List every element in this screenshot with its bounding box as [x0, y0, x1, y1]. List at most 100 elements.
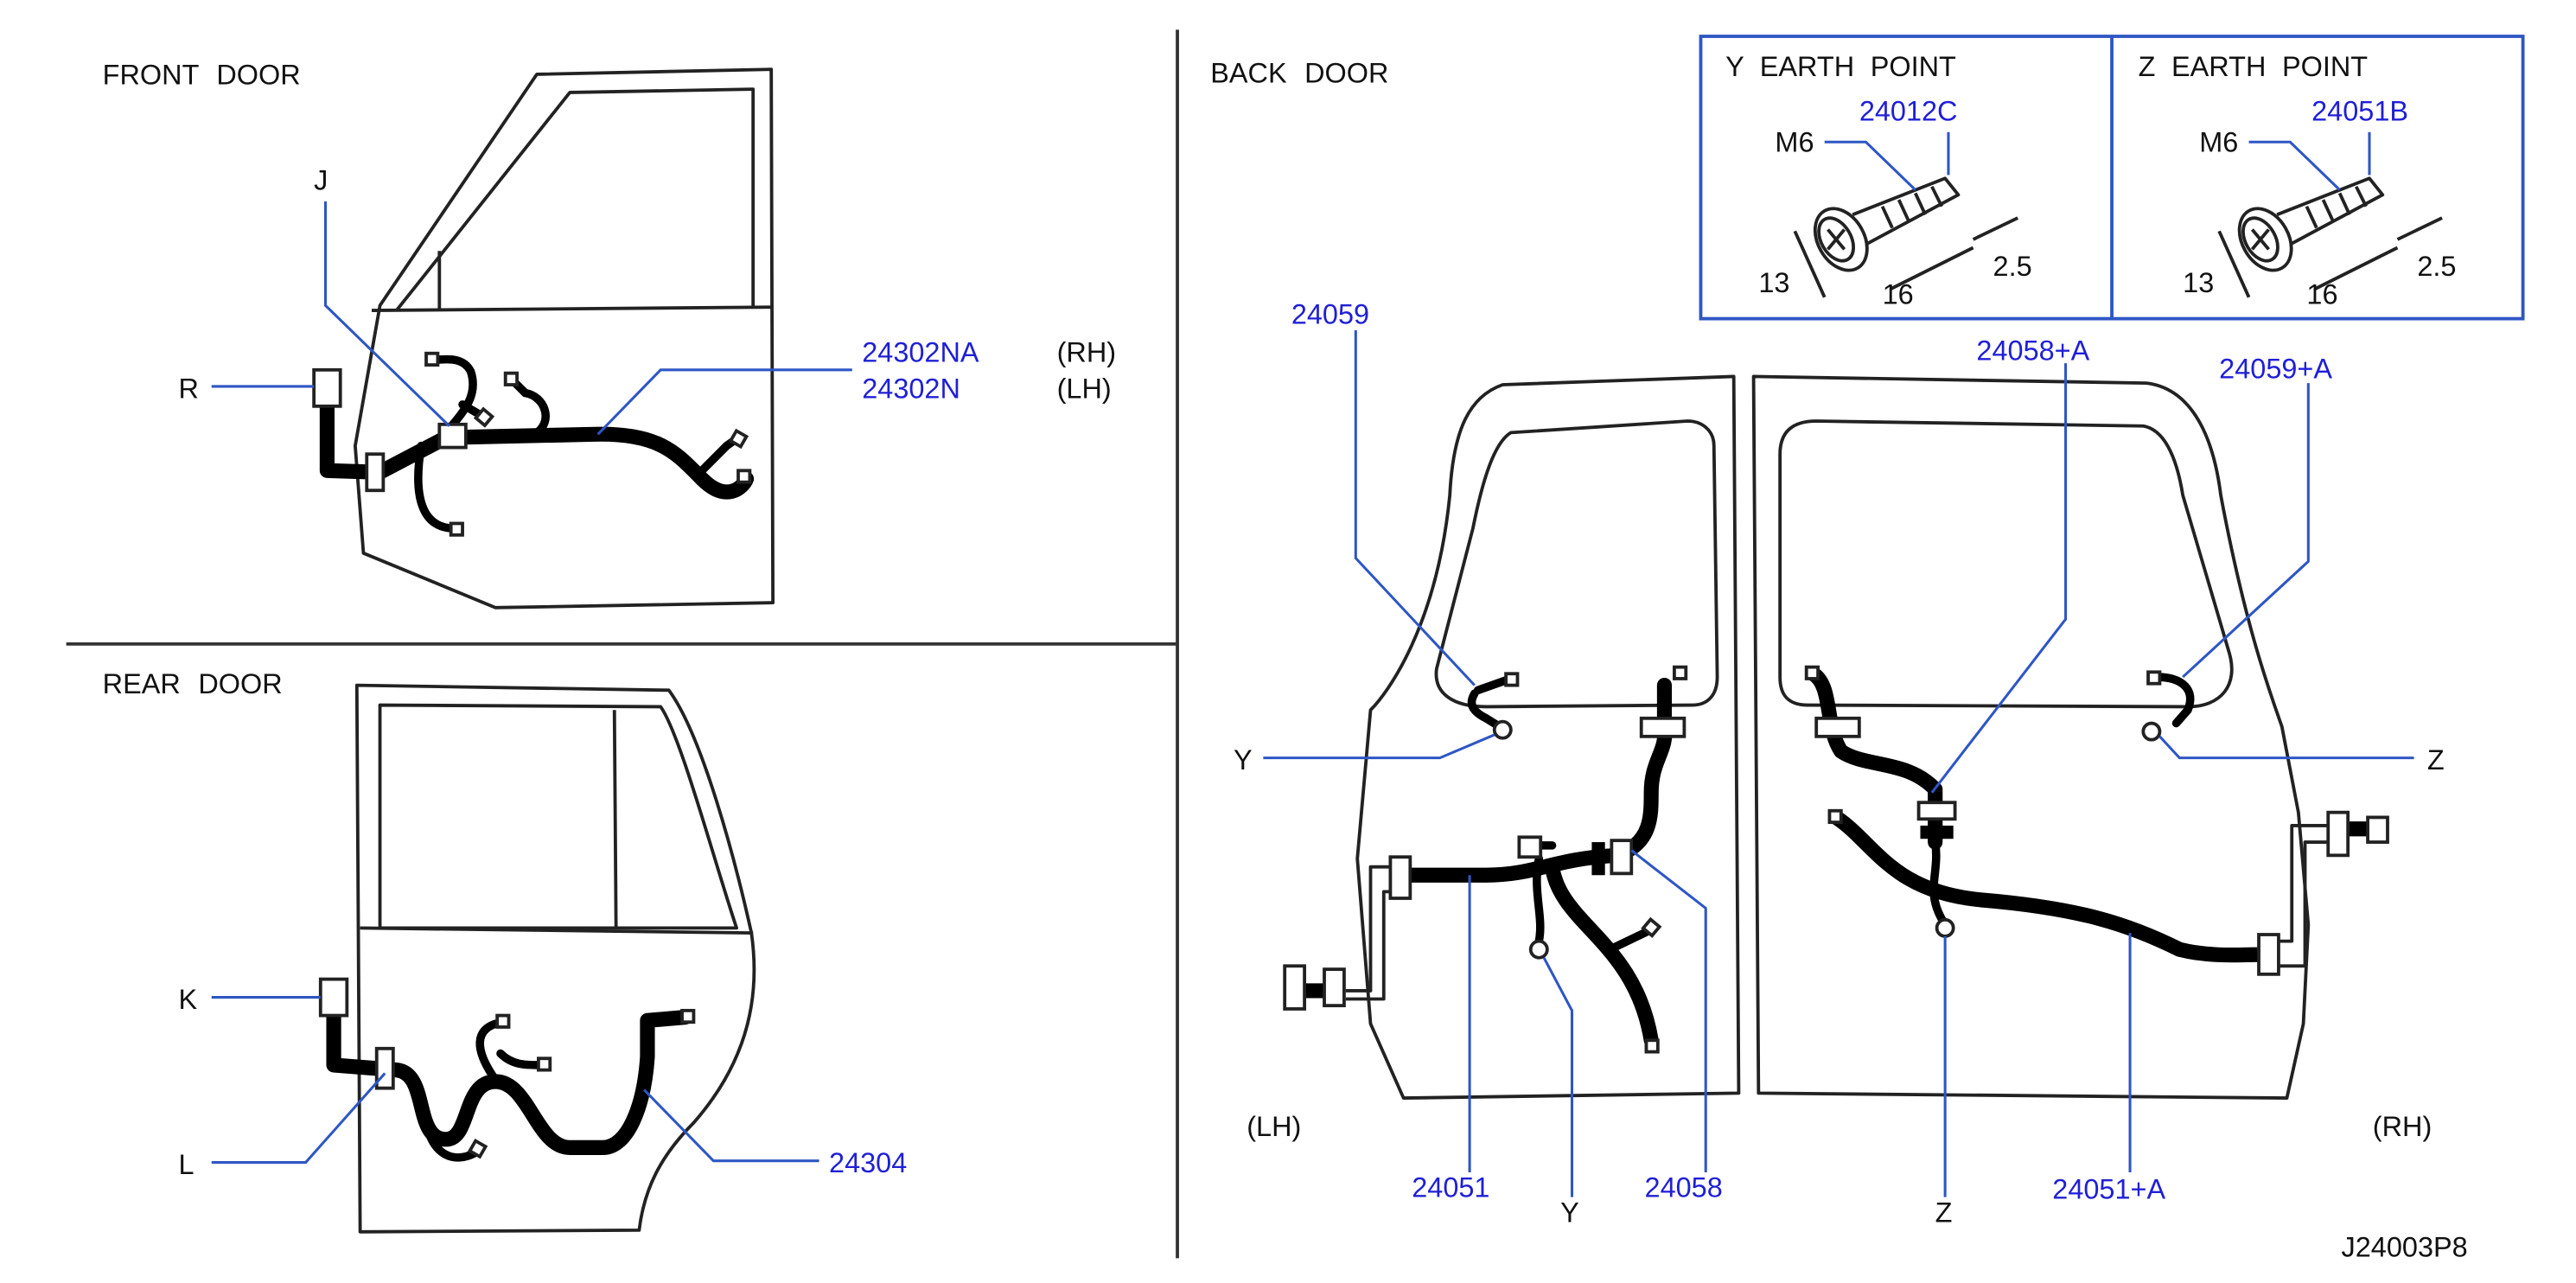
- back-door-section: BACK DOOR Y EARTH POINT Z EARTH POINT 24…: [1210, 35, 2525, 1228]
- front-door-beltline: [371, 305, 774, 312]
- rear-terminal-3: [467, 1138, 488, 1159]
- leader-24058: [1630, 849, 1707, 1173]
- back-right-harness-upper: [1805, 666, 1943, 850]
- leader-m6-y: [1824, 140, 1916, 191]
- rear-door-outline: [354, 683, 756, 1234]
- back-left-terminal-2: [1641, 916, 1662, 938]
- front-door-section: FRONT DOOR R J 24302NA 24302N (RH) (LH): [103, 59, 1116, 610]
- back-left-earth-y: [1492, 719, 1513, 740]
- front-door-outline: [353, 67, 775, 610]
- back-left-harness-branch-1: [1544, 859, 1659, 1048]
- label-y-bottom: Y: [1560, 1197, 1579, 1228]
- back-door-right-outline: [1751, 374, 2311, 1100]
- part-24058: 24058: [1645, 1172, 1723, 1203]
- back-right-harness-branch: [1929, 838, 1949, 929]
- label-z-bottom: Z: [1935, 1197, 1953, 1228]
- back-right-grommet: [2257, 933, 2280, 976]
- diagram-code: J24003P8: [2342, 1231, 2468, 1262]
- back-left-harness-branch-3: [1605, 925, 1655, 954]
- back-left-clip-upper: [1639, 716, 1687, 738]
- back-right-harness-main: [1828, 809, 2278, 963]
- leader-24059: [1354, 329, 1476, 686]
- part-24059: 24059: [1291, 298, 1369, 329]
- part-24304: 24304: [829, 1147, 907, 1178]
- back-right-clip-upper: [1814, 716, 1861, 738]
- side-rh-front: (RH): [1057, 336, 1116, 367]
- back-left-earth-y-2: [1528, 939, 1549, 960]
- rear-connector-k: [318, 977, 349, 1018]
- earth-y-title: Y EARTH POINT: [1725, 51, 1956, 82]
- dim-16-z: [2314, 246, 2399, 290]
- back-left-cable-l: [1345, 865, 1396, 993]
- front-terminal-5: [728, 428, 749, 450]
- front-terminal-3: [503, 371, 519, 386]
- leader-z-right: [2158, 735, 2414, 760]
- back-right-terminal-window: [2146, 670, 2162, 686]
- part-24302na: 24302NA: [862, 336, 979, 367]
- back-right-earth-z-2: [1935, 917, 1955, 938]
- dim-25-y-text: 2.5: [1993, 251, 2032, 282]
- dim-25-z-text: 2.5: [2417, 251, 2456, 282]
- back-right-terminal-top: [1804, 665, 1820, 680]
- back-left-grommet: [1388, 855, 1412, 900]
- back-left-connector-24058: [1610, 839, 1634, 876]
- part-24058a: 24058+A: [1976, 335, 2089, 366]
- leader-24059a: [2182, 383, 2310, 679]
- back-right-harness-window: [2152, 673, 2195, 728]
- back-left-harness-branch-5: [1467, 689, 1504, 731]
- back-left-harness-main: [1393, 678, 1673, 883]
- label-z-right: Z: [2427, 744, 2445, 776]
- back-door-left-window: [1434, 419, 1719, 709]
- back-right-clip-mid: [1916, 801, 1957, 821]
- leader-m6-z: [2248, 140, 2341, 191]
- part-24302n: 24302N: [862, 373, 960, 404]
- back-right-cable-l2: [2278, 840, 2329, 968]
- rear-harness-branch-1: [422, 1118, 481, 1162]
- dim-13-y-text: 13: [1758, 267, 1789, 298]
- leader-y-bottom: [1542, 957, 1574, 1197]
- leader-j: [323, 201, 450, 427]
- label-r: R: [179, 373, 199, 404]
- leader-24302: [596, 368, 852, 436]
- back-right-clip-black: [1920, 825, 1954, 839]
- back-right-terminal-lower: [1827, 808, 1843, 825]
- back-left-clip-black: [1591, 842, 1605, 876]
- rear-harness-branch-2: [475, 1019, 501, 1084]
- bolt-m6-y: M6: [1775, 127, 1814, 158]
- back-door-left-outline: [1355, 374, 1741, 1100]
- back-left-plug-1: [1283, 964, 1307, 1011]
- back-left-plug-2: [1323, 967, 1346, 1008]
- dim-25-y: [1972, 216, 2019, 241]
- part-24012c: 24012C: [1859, 95, 1958, 126]
- front-harness-branch-2: [414, 441, 459, 533]
- dim-16-z-text: 16: [2306, 278, 2337, 310]
- dim-25-z: [2396, 216, 2443, 241]
- dim-16-y-text: 16: [1883, 278, 1914, 310]
- part-24051: 24051: [1412, 1172, 1489, 1203]
- front-terminal-4: [449, 521, 464, 537]
- back-left-harness-branch-2: [1533, 854, 1545, 946]
- front-connector-r: [312, 367, 342, 408]
- leader-l: [211, 1072, 386, 1165]
- back-right-earth-z: [2141, 721, 2162, 742]
- part-24051a: 24051+A: [2052, 1174, 2165, 1205]
- front-terminal-6: [736, 469, 752, 484]
- back-left-cable-l2: [1345, 890, 1407, 1001]
- rear-door-title: REAR DOOR: [103, 668, 283, 699]
- rear-terminal-1: [495, 1013, 511, 1029]
- label-k: K: [179, 984, 198, 1015]
- earth-bolt-z: [2237, 176, 2385, 272]
- back-right-cable-l: [2275, 824, 2329, 943]
- leader-y-left: [1263, 733, 1495, 760]
- rear-terminal-2: [536, 1056, 552, 1072]
- front-harness-branch-5: [511, 379, 550, 437]
- leader-24058a: [1930, 363, 2068, 794]
- dim-13-z-text: 13: [2183, 267, 2214, 298]
- rear-door-window: [378, 703, 738, 930]
- earth-bolt-y: [1813, 176, 1961, 272]
- front-harness-main: [319, 397, 755, 500]
- part-24059a: 24059+A: [2219, 353, 2332, 384]
- back-left-terminal-3: [1644, 1038, 1660, 1054]
- front-connector-j: [437, 422, 468, 450]
